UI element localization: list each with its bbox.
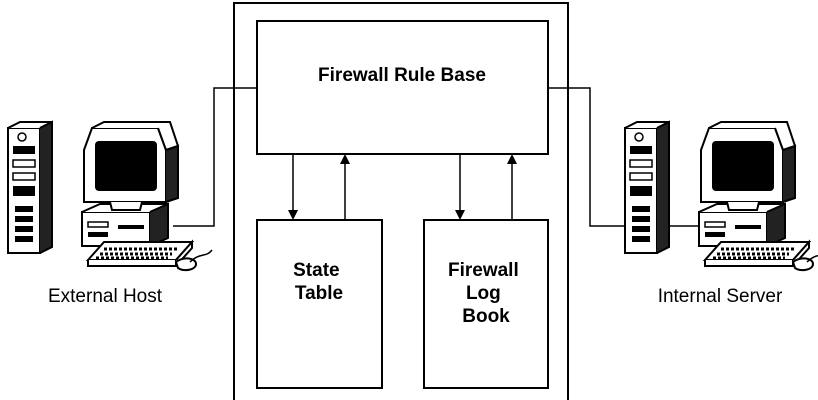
rule-base-box (256, 20, 549, 155)
rule-base-label: Firewall Rule Base (318, 65, 486, 86)
desktop-computer-icon (6, 120, 214, 272)
log-book-label: Firewall Log Book (448, 260, 524, 327)
desktop-computer-icon (623, 120, 818, 272)
internal-server-label: Internal Server (658, 286, 783, 307)
log-book-box (423, 219, 549, 389)
external-host-label: External Host (48, 286, 163, 307)
state-table-label: State Table (293, 260, 345, 304)
external-host-connection (173, 87, 257, 227)
state-table-box (256, 219, 383, 389)
